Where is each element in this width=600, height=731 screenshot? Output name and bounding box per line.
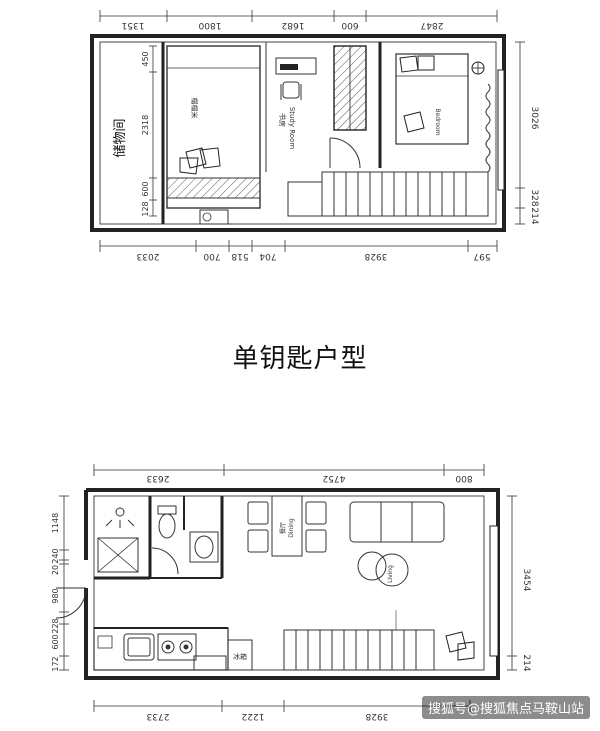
plan-title: 单钥匙户型: [232, 344, 368, 374]
tatami-pillows: [179, 147, 221, 175]
top-plan-stairs: [287, 171, 489, 217]
bottom-plan-outer-wall: [84, 488, 500, 680]
bp-right-dim-2: 214: [521, 654, 531, 671]
left-dim-2: 2318: [141, 115, 150, 135]
top-plan-curtain: [485, 83, 491, 173]
washing-machine: [97, 537, 139, 573]
bottom-dim-1: 2033: [137, 251, 160, 261]
toilet-icon: [157, 505, 177, 539]
bp-top-dim-1: 2633: [147, 473, 170, 483]
coffee-table-2: [375, 553, 409, 587]
right-dim-3: 214: [529, 207, 539, 224]
bedroom-label-en: Bedroom: [434, 108, 441, 135]
bp-left-dim-2: 240: [51, 548, 60, 563]
bp-left-dim-6: 600: [51, 634, 60, 649]
bp-left-dim-7: 172: [51, 656, 60, 671]
dining-table: [247, 495, 327, 557]
top-plan-dim-top: [99, 10, 498, 22]
sink-icon: [189, 531, 219, 563]
bp-top-dim-2: 4752: [323, 473, 346, 483]
living-label-en: Living: [387, 565, 394, 583]
dining-label-en: Dining: [288, 518, 295, 538]
bp-bottom-dim-1: 2733: [147, 711, 170, 721]
bp-left-dim-4: 980: [51, 588, 60, 603]
bottom-dim-6: 597: [473, 251, 490, 261]
study-desk-monitor: [280, 64, 298, 70]
bed-pillows-right: [399, 55, 435, 133]
coffee-table-1: [357, 551, 387, 581]
sofa: [349, 501, 445, 543]
top-plan-bed: [395, 53, 469, 145]
bottom-dim-4: 704: [259, 251, 276, 261]
top-floor-plan: 1351 1800 1682 600 2847: [90, 10, 539, 261]
floor-cushions: [445, 631, 475, 661]
right-dim-2: 328: [529, 189, 539, 206]
fridge: [227, 639, 253, 671]
bp-left-dim-5: 228: [51, 618, 60, 633]
bottom-dim-2: 700: [203, 251, 220, 261]
bottom-floor-plan: 2633 4752 800: [51, 464, 531, 721]
dining-label-cn: 餐厅: [279, 522, 287, 534]
bp-bottom-dim-3: 3928: [365, 711, 388, 721]
kitchen-sink-icon: [123, 633, 155, 661]
tv-cabinet: [489, 525, 499, 657]
tatami-room-label: 榻榻米: [190, 98, 199, 119]
bp-bottom-dim-2: 1222: [242, 711, 265, 721]
fridge-label: 冰箱: [233, 652, 247, 661]
top-dim-1: 1351: [122, 20, 145, 30]
top-dim-2: 1800: [198, 20, 221, 30]
entrance-door: [55, 587, 87, 619]
left-dim-1: 450: [141, 51, 150, 66]
top-plan-inner-wall: [99, 41, 497, 225]
bp-right-dim-1: 3454: [521, 569, 531, 592]
study-chair: [280, 81, 302, 100]
bottom-plan-stairs: [283, 629, 435, 671]
top-dim-4: 600: [341, 20, 358, 30]
watermark: 搜狐号@搜狐焦点马鞍山站: [421, 696, 590, 719]
top-dim-5: 2847: [421, 20, 444, 30]
top-plan-tatami-room: [166, 45, 261, 209]
bp-top-dim-3: 800: [455, 473, 472, 483]
bp-left-dim-1: 1148: [51, 513, 60, 533]
right-dim-1: 3026: [529, 107, 539, 130]
stove-icon: [157, 633, 197, 661]
bp-left-dim-3: 20: [51, 565, 60, 575]
shower-head-icon: [105, 507, 135, 528]
left-dim-4: 128: [141, 201, 150, 216]
study-room-label-en: Study Room: [288, 107, 296, 150]
top-dim-3: 1682: [282, 20, 305, 30]
storage-room-label: 储物间: [113, 118, 128, 157]
study-room-label-cn: 书房: [278, 113, 287, 127]
bottom-dim-5: 3928: [364, 251, 387, 261]
left-dim-3: 600: [141, 181, 150, 196]
bottom-dim-3: 518: [231, 251, 248, 261]
